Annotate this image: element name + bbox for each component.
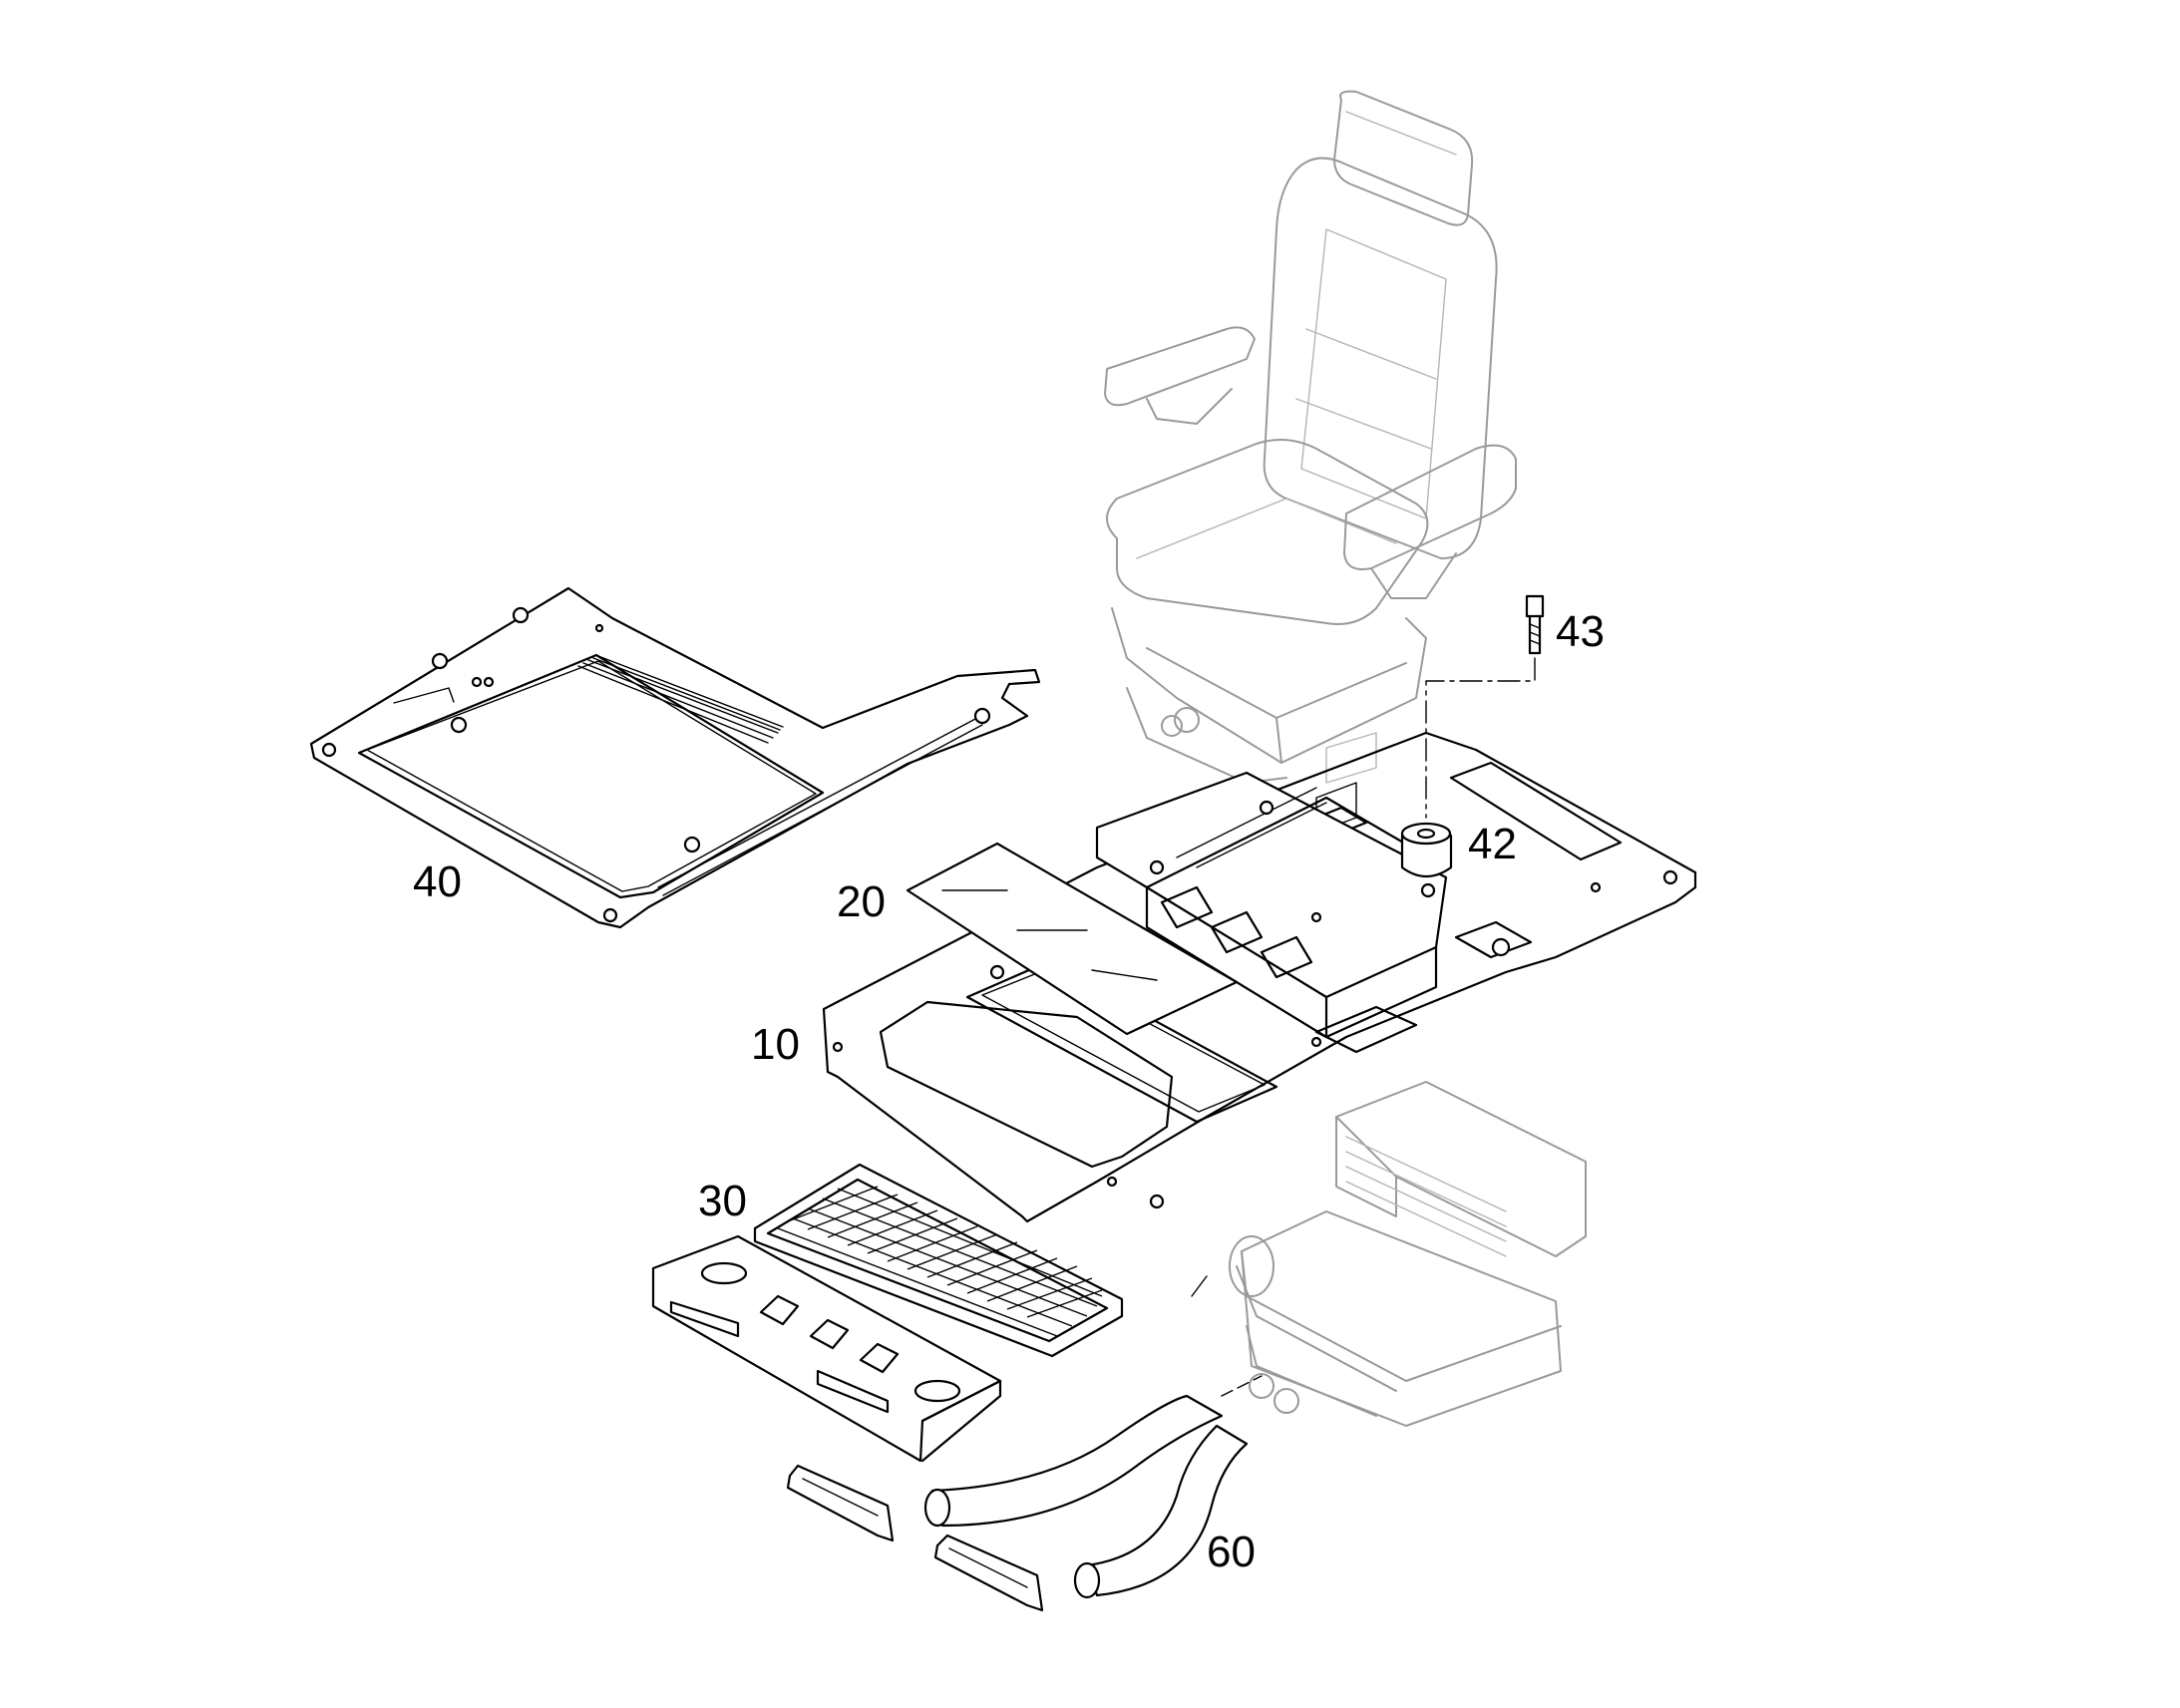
callout-30: 30 — [698, 1177, 747, 1225]
operator-seat — [1104, 90, 1517, 784]
callout-42: 42 — [1468, 820, 1517, 868]
part-10-floor-plate — [822, 731, 1697, 1223]
callout-60: 60 — [1207, 1528, 1256, 1576]
part-60-hoses — [786, 1375, 1263, 1612]
callout-20: 20 — [837, 877, 886, 926]
callout-leaders — [1191, 1275, 1208, 1297]
part-30-grille-panel — [651, 1163, 1124, 1463]
part-40-floor-plate — [309, 586, 1041, 929]
callout-10: 10 — [751, 1020, 800, 1069]
callout-40: 40 — [413, 857, 462, 906]
hvac-unit — [1229, 1081, 1587, 1427]
part-20-glass-plate — [906, 842, 1239, 1036]
part-42-mount-isolator — [1400, 822, 1453, 878]
part-43-bolt — [1425, 594, 1545, 819]
callout-43: 43 — [1556, 607, 1605, 656]
